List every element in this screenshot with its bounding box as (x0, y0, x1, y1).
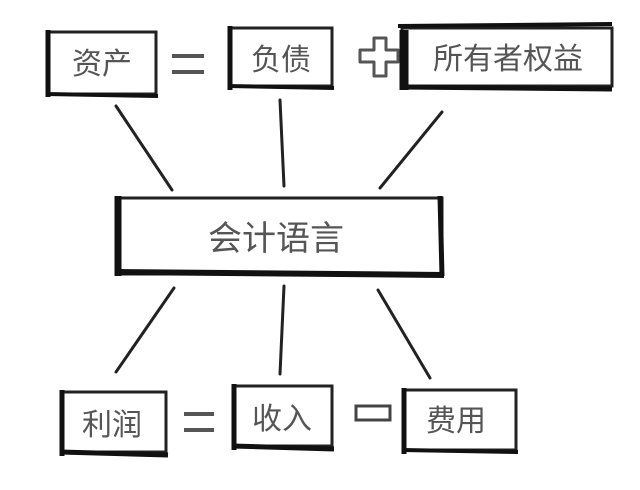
box-liabilities: 负债 (227, 26, 335, 90)
connector-expenses (376, 288, 432, 380)
minus-icon (354, 404, 392, 422)
box-profit: 利润 (59, 390, 169, 458)
box-assets: 资产 (45, 30, 159, 98)
bottom-equation: 利润 收入 费用 (59, 384, 519, 458)
equals-icon (184, 412, 214, 432)
connector-assets (114, 104, 174, 192)
connector-profit (114, 286, 176, 374)
assets-label: 资产 (72, 47, 132, 82)
box-expenses: 费用 (401, 388, 519, 454)
box-equity: 所有者权益 (397, 22, 614, 92)
equity-label: 所有者权益 (433, 42, 583, 77)
connector-equity (378, 110, 444, 190)
top-equation: 资产 负债 所有者权益 (45, 22, 614, 98)
connector-revenue (278, 284, 286, 376)
plus-icon (358, 36, 400, 78)
revenue-label: 收入 (252, 402, 312, 437)
equals-icon (172, 54, 204, 74)
expenses-label: 费用 (426, 404, 486, 439)
connector-lines (114, 98, 444, 380)
center-box: 会计语言 (114, 195, 445, 278)
center-label: 会计语言 (208, 219, 344, 259)
profit-label: 利润 (82, 408, 142, 443)
connector-liabilities (278, 98, 286, 188)
box-revenue: 收入 (231, 384, 335, 452)
liabilities-label: 负债 (251, 43, 311, 78)
